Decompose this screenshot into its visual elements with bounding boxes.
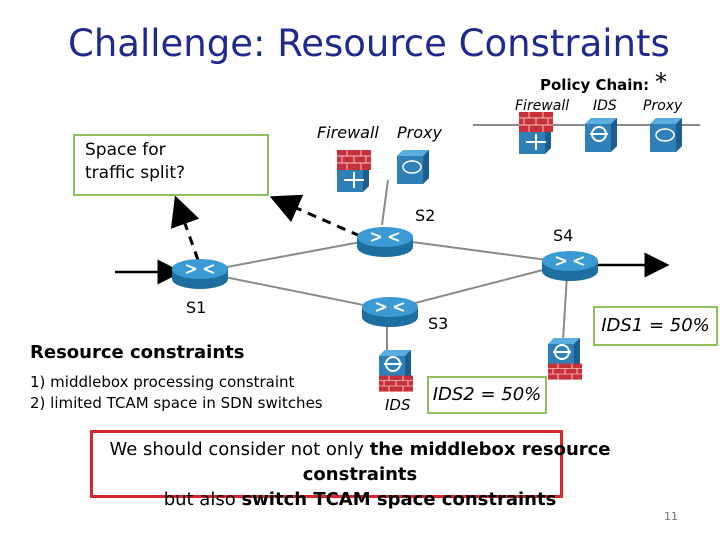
resource-constraint-2: 2) limited TCAM space in SDN switches — [30, 394, 323, 412]
middle-label-firewall: Firewall — [317, 123, 379, 142]
page-number: 11 — [664, 510, 678, 523]
traffic-split-box: Space for traffic split? — [73, 134, 269, 196]
switch-s2-label: S2 — [415, 206, 436, 225]
conclusion-part1: We should consider not only — [109, 439, 370, 460]
chain-label-firewall: Firewall — [515, 98, 570, 114]
ids1-note: IDS1 = 50% — [593, 306, 718, 346]
link-s2-middlebox — [381, 179, 389, 226]
conclusion-part2: the middlebox resource constraints — [302, 439, 611, 485]
switch-s2-icon — [356, 226, 414, 258]
conclusion-part3: but also — [163, 489, 242, 510]
ids1-icon — [547, 338, 583, 381]
conclusion-part4: switch TCAM space constraints — [241, 489, 557, 510]
dashed-arrow-s1-split — [170, 195, 200, 261]
conclusion-text: We should consider not only the middlebo… — [60, 437, 660, 512]
link-s2-s4 — [381, 237, 571, 264]
conclusion-box — [90, 430, 563, 498]
switch-s4-icon — [541, 250, 599, 282]
link-s3-s4 — [387, 262, 571, 311]
resource-constraints-title: Resource constraints — [30, 342, 245, 363]
ids2-label: IDS — [385, 396, 411, 414]
switch-s1-label: S1 — [186, 298, 207, 317]
link-s1-s2 — [199, 237, 383, 273]
middle-firewall-icon — [336, 149, 372, 192]
resource-constraint-1: 1) middlebox processing constraint — [30, 373, 295, 391]
policy-chain-title: Policy Chain: — [540, 76, 650, 94]
switch-s3-icon — [361, 296, 419, 328]
switch-s3-label: S3 — [428, 314, 449, 333]
middle-label-proxy: Proxy — [397, 123, 442, 142]
link-s1-s3 — [199, 271, 389, 311]
chain-label-proxy: Proxy — [643, 98, 683, 114]
switch-s1-icon — [171, 258, 229, 290]
slide-title: Challenge: Resource Constraints — [68, 22, 670, 65]
middle-proxy-icon — [397, 150, 429, 184]
dashed-arrow-s2-split — [269, 194, 361, 238]
ids2-icon — [378, 350, 414, 393]
chain-proxy-icon — [650, 118, 682, 152]
policy-chain-star: * — [655, 68, 667, 96]
chain-label-ids: IDS — [593, 98, 617, 114]
ids2-note: IDS2 = 50% — [427, 376, 547, 414]
switch-s4-label: S4 — [553, 226, 574, 245]
split-box-line2: traffic split? — [85, 163, 186, 183]
split-box-line1: Space for — [85, 140, 166, 160]
chain-firewall-icon — [518, 111, 554, 154]
link-s4-ids1 — [562, 274, 568, 341]
chain-ids-icon — [585, 118, 617, 152]
